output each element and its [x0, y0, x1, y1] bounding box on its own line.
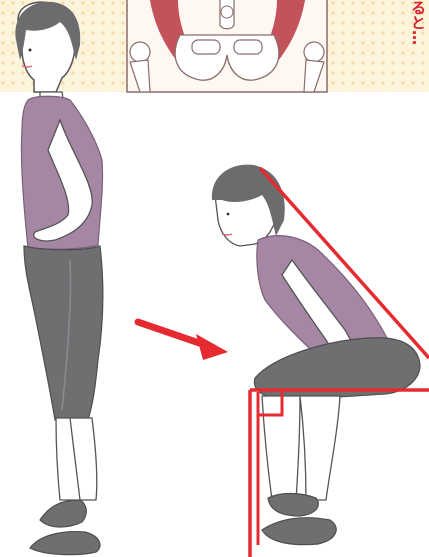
- shoe-right: [30, 532, 100, 555]
- top-panel: [0, 0, 429, 92]
- standing-woman: [21, 92, 102, 555]
- squatting-woman: [212, 165, 420, 545]
- caption-fragment: ると…: [404, 0, 427, 45]
- arrow-icon: [138, 322, 228, 360]
- shoe-left: [40, 500, 86, 527]
- anatomy-inset: [127, 0, 327, 92]
- caption-container: ると…: [404, 0, 429, 70]
